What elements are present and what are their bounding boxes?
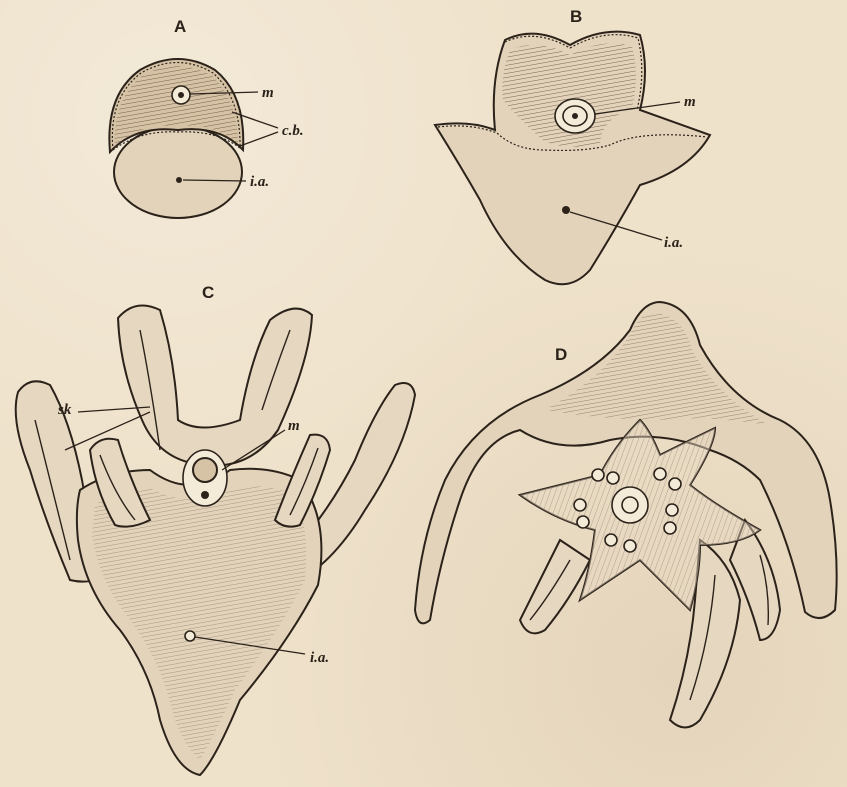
figure-d-tube-foot bbox=[574, 499, 586, 511]
figure-d-letter: D bbox=[555, 345, 567, 364]
figure-b: B m i.a. bbox=[435, 7, 710, 284]
figure-d-tube-foot bbox=[666, 504, 678, 516]
figure-c-letter: C bbox=[202, 283, 214, 302]
figure-a: A m c.b. i.a. bbox=[109, 17, 303, 218]
figure-d-tube-foot bbox=[669, 478, 681, 490]
figure-a-label-m: m bbox=[262, 85, 274, 101]
figure-a-label-cb: c.b. bbox=[282, 123, 304, 139]
figure-a-label-ia: i.a. bbox=[250, 174, 269, 190]
figure-b-intestine-dot bbox=[562, 206, 570, 214]
figure-d-tube-foot bbox=[624, 540, 636, 552]
figure-d-tube-foot bbox=[592, 469, 604, 481]
figure-c-label-sk: sk bbox=[57, 402, 72, 418]
figure-b-letter: B bbox=[570, 7, 582, 26]
figure-c-intestine-dot bbox=[185, 631, 195, 641]
figure-c-label-m: m bbox=[288, 418, 300, 434]
figure-b-label-m: m bbox=[684, 94, 696, 110]
figure-d-tube-foot bbox=[664, 522, 676, 534]
figure-c-upper-arms bbox=[118, 306, 312, 466]
figure-b-label-ia: i.a. bbox=[664, 235, 683, 251]
figure-a-intestine-dot bbox=[176, 177, 182, 183]
figure-d: D bbox=[415, 302, 837, 728]
figure-a-letter: A bbox=[174, 17, 186, 36]
figure-c-label-ia: i.a. bbox=[310, 650, 329, 666]
figure-a-body bbox=[114, 126, 242, 218]
figure-d-tube-foot bbox=[605, 534, 617, 546]
figure-d-tube-foot bbox=[577, 516, 589, 528]
figure-d-tube-foot bbox=[654, 468, 666, 480]
figure-c: C sk m i.a. bbox=[16, 283, 415, 775]
figure-d-tube-foot bbox=[607, 472, 619, 484]
